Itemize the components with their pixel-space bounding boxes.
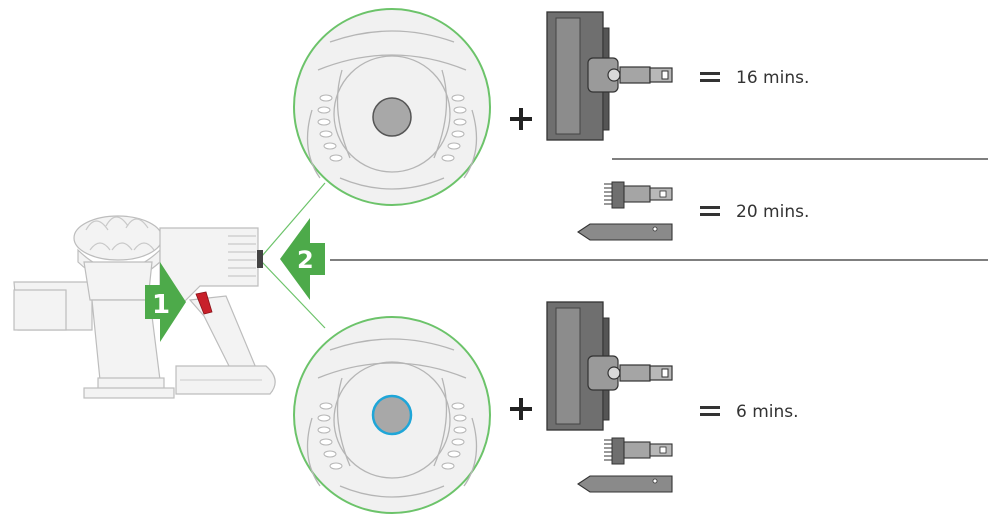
mini-brush-tool-bottom	[604, 437, 673, 465]
motorised-floor-tool-top	[546, 11, 673, 141]
step-1-number: 1	[152, 290, 170, 320]
step-2-number: 2	[297, 246, 314, 274]
switch-on-boost-icon	[293, 316, 491, 514]
runtime-max-tools: 20 mins.	[736, 202, 810, 222]
crevice-tool-bottom	[577, 475, 673, 493]
runtime-max-motorised: 16 mins.	[736, 68, 810, 88]
trigger	[195, 291, 213, 315]
equals-icon	[700, 70, 720, 84]
equals-icon	[700, 204, 720, 218]
step-2-arrow: 2	[280, 218, 325, 300]
plus-icon	[510, 108, 532, 130]
mini-brush-tool-middle	[604, 181, 673, 209]
handheld-vacuum	[13, 215, 276, 399]
zoom-connectors	[261, 182, 326, 329]
plus-icon	[510, 398, 532, 420]
mode-switch	[257, 250, 263, 268]
crevice-tool-middle	[577, 223, 673, 241]
step-1-arrow: 1	[145, 262, 186, 342]
switch-off-icon	[293, 8, 491, 206]
motorised-floor-tool-bottom	[546, 301, 673, 431]
equals-icon	[700, 404, 720, 418]
runtime-boost: 6 mins.	[736, 402, 799, 422]
